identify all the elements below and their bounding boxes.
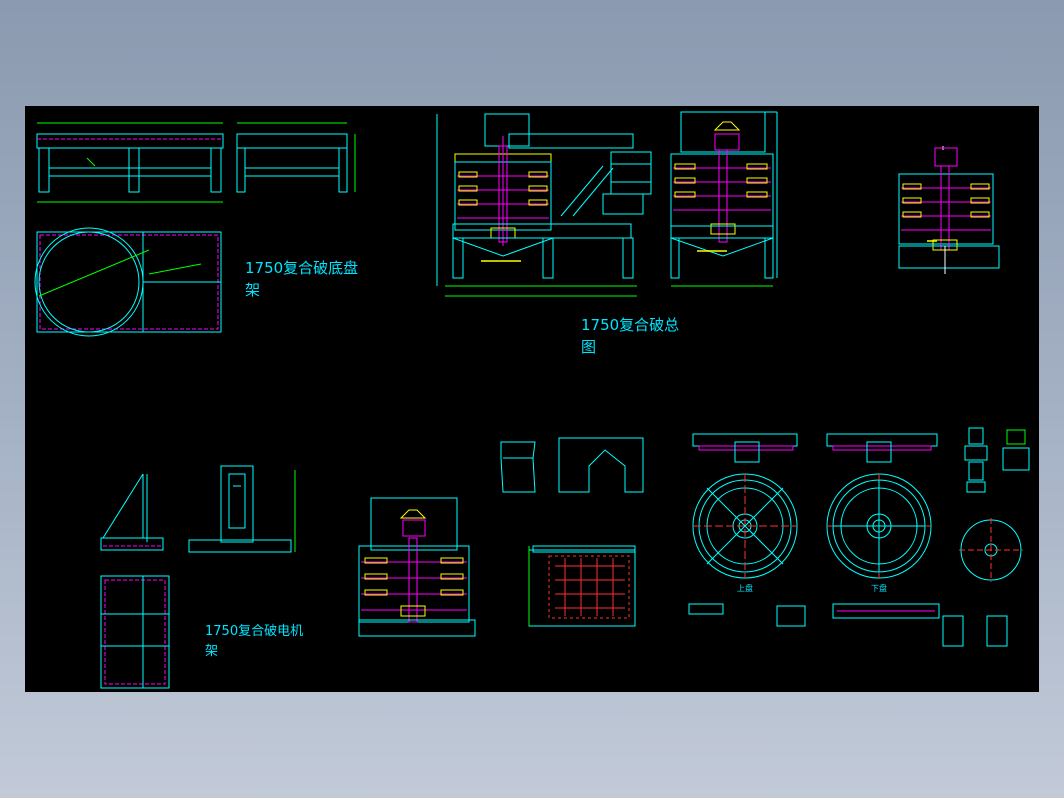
liner-parts — [500, 437, 644, 627]
shaft-parts — [942, 427, 1030, 647]
cad-drawing — [34, 111, 1030, 689]
hatching — [481, 240, 937, 262]
lower-plate-views — [826, 433, 938, 579]
general-assembly-title: 1750复合破总 图 — [581, 316, 680, 356]
base-frame-plan-view — [34, 227, 222, 337]
cad-drawing-canvas[interactable]: 1750复合破底盘 架 1750复合破总 图 1750复合破电机 架 上盘 下盘 — [25, 106, 1039, 692]
hole-pattern — [555, 558, 625, 616]
crusher-section-view-top — [898, 146, 1000, 274]
motor-frame-title: 1750复合破电机 架 — [205, 624, 304, 659]
upper-plate-label: 上盘 — [737, 584, 753, 593]
small-parts — [688, 603, 940, 627]
base-frame-front-view — [36, 122, 224, 203]
motor-frame-views — [100, 465, 296, 689]
crusher-section-view-bottom — [358, 497, 476, 637]
base-frame-side-view — [236, 122, 356, 193]
assembly-front-view — [436, 113, 652, 297]
upper-plate-views — [692, 433, 798, 579]
assembly-side-view — [670, 111, 778, 287]
lower-plate-label: 下盘 — [871, 584, 887, 593]
base-frame-title: 1750复合破底盘 架 — [245, 259, 359, 299]
